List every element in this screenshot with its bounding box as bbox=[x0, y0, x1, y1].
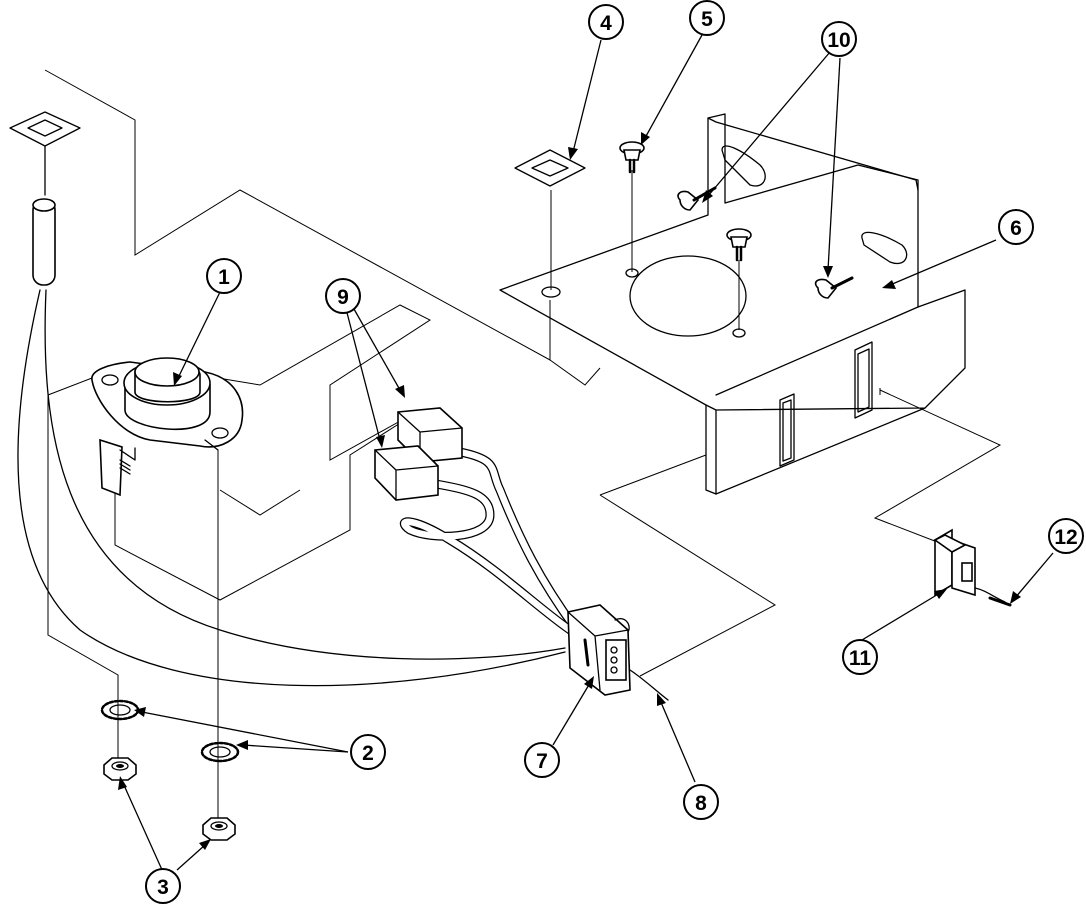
callout-8: 8 bbox=[683, 784, 719, 820]
svg-text:11: 11 bbox=[849, 647, 872, 670]
svg-text:3: 3 bbox=[157, 876, 169, 899]
assembly-lines bbox=[44, 69, 1002, 830]
sensor-probe bbox=[9, 111, 81, 286]
callout-3: 3 bbox=[145, 868, 181, 904]
probe-wires bbox=[17, 289, 566, 687]
svg-text:7: 7 bbox=[536, 750, 548, 773]
mounting-bracket bbox=[499, 113, 966, 495]
callout-11: 11 bbox=[842, 639, 878, 675]
callout-5: 5 bbox=[689, 0, 725, 36]
callout-4: 4 bbox=[588, 4, 624, 40]
svg-text:9: 9 bbox=[337, 286, 349, 309]
screw-10a bbox=[677, 186, 717, 211]
callout-9: 9 bbox=[325, 278, 361, 314]
lock-washer-left bbox=[100, 699, 140, 721]
lock-washer-right bbox=[200, 741, 240, 763]
hex-nut-right bbox=[202, 817, 236, 841]
screw-top bbox=[619, 141, 645, 174]
svg-text:10: 10 bbox=[827, 29, 850, 52]
svg-text:12: 12 bbox=[1054, 526, 1077, 549]
svg-text:2: 2 bbox=[362, 742, 374, 765]
svg-text:8: 8 bbox=[695, 792, 707, 815]
gasket-part4 bbox=[514, 149, 586, 187]
screws bbox=[619, 141, 854, 299]
callout-12: 12 bbox=[1048, 518, 1084, 554]
callout-2: 2 bbox=[350, 734, 386, 770]
screw-10b bbox=[814, 276, 854, 299]
svg-text:6: 6 bbox=[1010, 217, 1022, 240]
callout-6: 6 bbox=[998, 209, 1034, 245]
svg-text:5: 5 bbox=[701, 8, 713, 31]
callout-7: 7 bbox=[524, 742, 560, 778]
callout-10: 10 bbox=[821, 21, 857, 57]
part-12-wire-end bbox=[988, 596, 1012, 607]
part-11-clip bbox=[933, 528, 1006, 603]
thermostat bbox=[91, 357, 244, 497]
callout-leaders bbox=[118, 34, 1054, 873]
svg-text:1: 1 bbox=[218, 266, 230, 289]
svg-text:4: 4 bbox=[600, 12, 612, 35]
hex-nut-left bbox=[103, 757, 137, 781]
screw-center bbox=[726, 228, 752, 262]
callout-1: 1 bbox=[206, 258, 242, 294]
wire-harness bbox=[374, 407, 669, 701]
